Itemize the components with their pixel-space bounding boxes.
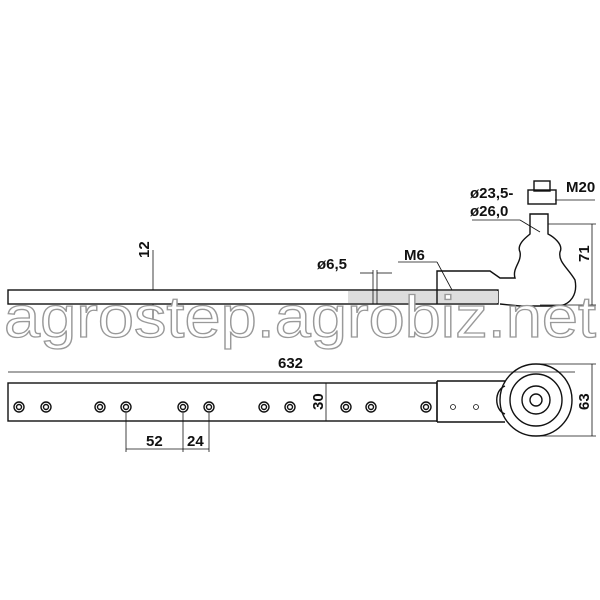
eye-stud bbox=[529, 393, 543, 407]
watermark: agrostep.agrobiz.net bbox=[4, 285, 596, 350]
adjustment-holes bbox=[13, 401, 479, 413]
dim-joint-height: 71 bbox=[576, 245, 593, 262]
dim-thickness: 12 bbox=[136, 241, 153, 258]
small-hole bbox=[473, 404, 479, 410]
grease-nipple bbox=[496, 385, 506, 415]
hole bbox=[13, 401, 25, 413]
eye-neck bbox=[436, 380, 505, 423]
dim-eye-width: 63 bbox=[576, 393, 593, 410]
dim-ball-diameter-1: ø23,5- bbox=[470, 185, 513, 202]
dim-ball-diameter-2: ø26,0 bbox=[470, 203, 508, 220]
hole bbox=[367, 403, 375, 411]
hole bbox=[42, 403, 50, 411]
hole bbox=[15, 403, 23, 411]
hole bbox=[340, 401, 352, 413]
dim-stud-thread: M20 bbox=[566, 179, 595, 196]
hole bbox=[122, 403, 130, 411]
hole bbox=[284, 401, 296, 413]
eye-inner bbox=[509, 373, 563, 427]
hole bbox=[342, 403, 350, 411]
hole bbox=[203, 401, 215, 413]
hole bbox=[96, 403, 104, 411]
eye-nut bbox=[521, 385, 551, 415]
ball-joint-housing bbox=[436, 213, 577, 307]
hole bbox=[177, 401, 189, 413]
side-view bbox=[7, 180, 577, 307]
eye-outer bbox=[499, 363, 573, 437]
dim-bar-width: 30 bbox=[310, 393, 327, 410]
small-hole bbox=[450, 404, 456, 410]
hole bbox=[179, 403, 187, 411]
castle-nut bbox=[527, 189, 557, 205]
dim-grease-thread: M6 bbox=[404, 247, 425, 264]
dimension-lines bbox=[8, 199, 596, 452]
hole bbox=[365, 401, 377, 413]
stud-tip bbox=[533, 180, 551, 192]
hole bbox=[420, 401, 432, 413]
dim-hole-pitch-large: 52 bbox=[146, 433, 163, 450]
hole bbox=[422, 403, 430, 411]
dim-total-length: 632 bbox=[278, 355, 303, 372]
hole bbox=[260, 403, 268, 411]
hole bbox=[258, 401, 270, 413]
hole bbox=[94, 401, 106, 413]
hole bbox=[120, 401, 132, 413]
hole bbox=[205, 403, 213, 411]
top-view bbox=[7, 363, 573, 437]
hole bbox=[286, 403, 294, 411]
section-hatch bbox=[348, 291, 498, 303]
dim-hole-pitch-small: 24 bbox=[187, 433, 204, 450]
hole bbox=[40, 401, 52, 413]
dim-hole-diameter: ø6,5 bbox=[317, 256, 347, 273]
